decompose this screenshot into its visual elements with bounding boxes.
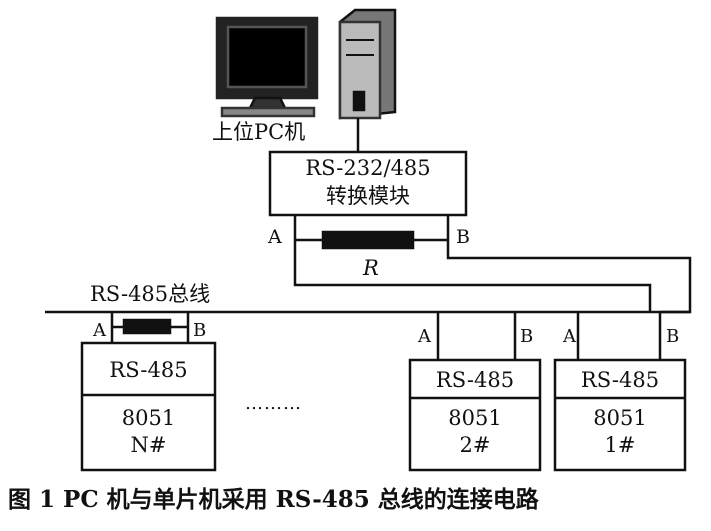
node-n-pin-a: A — [93, 320, 106, 341]
wire-a — [293, 215, 652, 312]
monitor-icon — [215, 16, 319, 118]
wire-b — [446, 215, 692, 314]
node-1-id: 1# — [604, 433, 636, 457]
converter-label-2: 转换模块 — [326, 184, 410, 208]
pin-a-label: A — [268, 226, 282, 248]
terminating-resistor — [321, 230, 415, 250]
converter-label-1: RS-232/485 — [305, 156, 431, 180]
node-n-pin-b: B — [193, 320, 207, 341]
node-1-mcu: 8051 — [593, 406, 647, 430]
node-n-chip: RS-485 — [109, 358, 188, 382]
resistor-label: R — [363, 256, 379, 280]
converter-box — [268, 150, 468, 217]
node-2-pin-b: B — [520, 326, 534, 347]
node-1-pin-b: B — [666, 326, 680, 347]
node-2-chip: RS-485 — [435, 368, 515, 392]
node-n-box — [80, 341, 217, 472]
pin-b-label: B — [456, 226, 470, 248]
node-resistor — [122, 318, 172, 335]
node-2-box — [408, 358, 542, 472]
node-2-mcu: 8051 — [448, 406, 502, 430]
node-n-mcu: 8051 — [121, 406, 176, 430]
node-2-id: 2# — [459, 433, 491, 457]
node-2-pin-a: A — [418, 326, 431, 347]
pc-label: 上位PC机 — [212, 120, 306, 144]
node-1-box — [553, 358, 687, 472]
computer-tower-icon — [338, 8, 397, 120]
bus-label: RS-485总线 — [90, 282, 211, 306]
node-n-id: N# — [130, 433, 167, 457]
node-1-pin-a: A — [563, 326, 576, 347]
node-1-chip: RS-485 — [580, 368, 660, 392]
ellipsis: ……… — [245, 393, 302, 414]
figure-caption: 图 1 PC 机与单片机采用 RS-485 总线的连接电路 — [8, 486, 539, 513]
